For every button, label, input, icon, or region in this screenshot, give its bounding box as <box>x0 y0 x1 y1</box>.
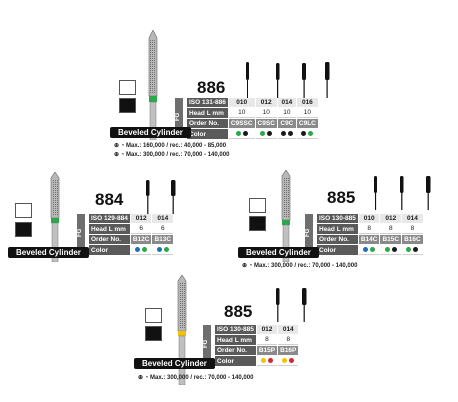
head-label: Head L mm <box>89 224 130 234</box>
iso-label: ISO 131-886 <box>187 98 228 107</box>
size-cell: 010 <box>358 214 380 223</box>
head-cell: 6 <box>130 224 152 234</box>
color-cell <box>296 129 318 139</box>
size-cell: 010 <box>228 98 255 107</box>
handpiece-icon <box>119 80 136 95</box>
order-cell: C9SSC <box>228 119 255 128</box>
order-label: Order No. <box>215 346 256 355</box>
size-cell: 012 <box>380 214 402 223</box>
spec-table-886: ISO 131-886 010 012 014 016 Head L mm 10… <box>186 97 319 140</box>
color-cell <box>380 245 402 255</box>
order-cell: C9C <box>277 119 296 128</box>
head-cell: 10 <box>228 108 255 118</box>
head-cell: 8 <box>278 335 299 345</box>
size-cell: 016 <box>296 98 318 107</box>
iso-label: ISO 130-885 <box>317 214 358 223</box>
head-cell: 8 <box>256 335 278 345</box>
head-label: Head L mm <box>317 224 358 234</box>
iso-label: ISO 130-885 <box>215 325 256 334</box>
model-number: 884 <box>95 190 124 209</box>
speed-line: ⊕ ◔ Max.: 300,000 / rec.: 70,000 - 140,0… <box>242 263 358 269</box>
color-cell <box>277 129 296 139</box>
bur-sizes-886-image <box>246 62 330 98</box>
bur-sizes-885-image <box>374 176 431 210</box>
model-number: 885 <box>224 302 253 321</box>
size-cell: 012 <box>255 98 277 107</box>
order-cell: B16P <box>278 346 299 355</box>
handpiece-icon <box>249 198 266 213</box>
color-cell <box>256 356 278 366</box>
spec-table-885: ISO 130-885 010 012 014 Head L mm 8 8 8 … <box>316 213 424 256</box>
head-cell: 8 <box>358 224 380 234</box>
size-cell: 012 <box>256 325 278 334</box>
bur-884-image <box>50 172 60 262</box>
speed-line: ⊕ ◔ Max.: 160,000 / rec.: 40,000 - 85,00… <box>114 143 227 149</box>
spec-table-884: ISO 129-884 012 014 Head L mm 6 6 Order … <box>88 213 174 256</box>
color-label: Color <box>317 245 358 255</box>
speed-line: ⊕ ◔ Max.: 300,000 / rec.: 70,000 - 140,0… <box>138 375 254 381</box>
order-cell: B14C <box>358 235 380 244</box>
head-cell: 10 <box>296 108 318 118</box>
shape-label: Beveled Cylinder <box>110 127 191 138</box>
color-cell <box>358 245 380 255</box>
head-cell: 6 <box>152 224 174 234</box>
head-cell: 10 <box>277 108 296 118</box>
size-cell: 014 <box>402 214 423 223</box>
tooth-icon <box>145 326 162 341</box>
size-cell: 014 <box>278 325 299 334</box>
color-label: Color <box>89 245 130 255</box>
size-cell: 014 <box>277 98 296 107</box>
handpiece-icon <box>145 308 162 323</box>
size-cell: 012 <box>130 214 152 223</box>
bur-885-image <box>281 170 291 262</box>
bur-sizes-884-image <box>146 180 176 214</box>
order-label: Order No. <box>317 235 358 244</box>
bur-sizes-885p-image <box>276 288 307 322</box>
head-cell: 10 <box>255 108 277 118</box>
color-cell <box>228 129 255 139</box>
color-cell <box>152 245 174 255</box>
spec-table-885p: ISO 130-885 012 014 Head L mm 8 8 Order … <box>214 324 299 367</box>
order-cell: B13C <box>152 235 174 244</box>
color-cell <box>255 129 277 139</box>
shape-label: Beveled Cylinder <box>134 358 215 369</box>
order-label: Order No. <box>187 119 228 128</box>
color-label: Color <box>187 129 228 139</box>
color-cell <box>130 245 152 255</box>
tooth-icon <box>15 222 32 237</box>
head-label: Head L mm <box>215 335 256 345</box>
head-label: Head L mm <box>187 108 228 118</box>
speed-line: ⊕ ◔ Max.: 300,000 / rec.: 70,000 - 140,0… <box>114 152 230 158</box>
order-cell: C9SC <box>255 119 277 128</box>
shape-label: Beveled Cylinder <box>8 247 89 258</box>
tooth-icon <box>249 216 266 231</box>
tooth-icon <box>119 98 136 113</box>
model-number: 885 <box>327 188 356 207</box>
order-cell: B15P <box>256 346 278 355</box>
color-cell <box>402 245 423 255</box>
order-cell: B16C <box>402 235 423 244</box>
bur-886-image <box>148 30 158 140</box>
order-cell: B12C <box>130 235 152 244</box>
order-cell: B15C <box>380 235 402 244</box>
shape-label: Beveled Cylinder <box>238 247 319 258</box>
head-cell: 8 <box>380 224 402 234</box>
color-label: Color <box>215 356 256 366</box>
model-number: 886 <box>197 78 226 97</box>
head-cell: 8 <box>402 224 423 234</box>
handpiece-icon <box>15 203 32 218</box>
order-label: Order No. <box>89 235 130 244</box>
size-cell: 014 <box>152 214 174 223</box>
order-cell: C9LC <box>296 119 318 128</box>
iso-label: ISO 129-884 <box>89 214 130 223</box>
color-cell <box>278 356 299 366</box>
